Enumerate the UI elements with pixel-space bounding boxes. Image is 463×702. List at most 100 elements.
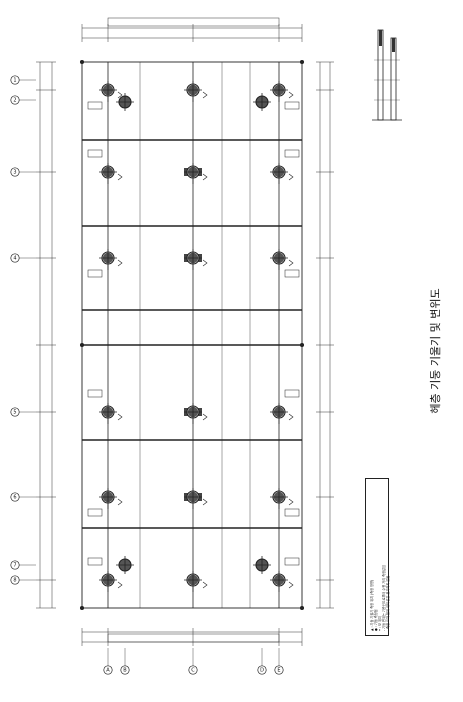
corner-point: [299, 59, 305, 65]
column-marker-icon: [270, 488, 300, 517]
grid-bubbles: 1 2 3 4 5 6 7 8A B C D E: [10, 75, 284, 675]
measurement-tag: [87, 508, 103, 517]
page-title: 헤층 기둥 기울기 및 변위도: [429, 288, 442, 414]
measurement-tag: [284, 557, 300, 566]
bubble-label: 1: [13, 78, 16, 84]
bubble-label: 3: [13, 170, 16, 176]
measurement-tag: [87, 557, 103, 566]
section-cap-left: [379, 30, 382, 46]
tilt-arrow: [288, 581, 294, 589]
measurement-tag: [284, 389, 300, 398]
column-marker-icon: [270, 389, 300, 424]
measurement-tag: [284, 149, 300, 158]
tilt-arrow: [288, 498, 294, 506]
column-marker-icon: [87, 488, 123, 517]
section-cap-right: [392, 38, 395, 52]
corner-point: [79, 342, 85, 348]
dimension-box-bottom: [107, 633, 280, 643]
grid-bubble-icon: B: [120, 648, 130, 675]
column-marker-icon: [184, 163, 208, 184]
column-marker-icon: [184, 571, 208, 592]
grid-bubble-icon: C: [188, 648, 198, 675]
bubble-label: E: [277, 668, 280, 674]
tilt-arrow: [117, 581, 123, 589]
tilt-arrow: [117, 413, 123, 421]
grid-bubble-icon: E: [274, 648, 284, 675]
grid-bubble-icon: 6: [10, 492, 36, 502]
column-marker-icon: [116, 556, 134, 574]
tilt-arrow: [202, 259, 208, 267]
tilt-arrow: [288, 413, 294, 421]
tilt-arrow: [117, 173, 123, 181]
column-marker-icon: [184, 403, 208, 424]
measurement-tag: [87, 101, 103, 110]
bubble-label: 2: [13, 98, 16, 104]
legend-note-5: - 측정 오차 범위 내의 값은 표기하지 않음: [386, 575, 390, 631]
measurement-tag: [284, 101, 300, 110]
column-marker-icon: [253, 556, 271, 574]
column-marker-icon: [87, 149, 123, 184]
bubble-label: 7: [13, 563, 16, 569]
tilt-arrow: [288, 173, 294, 181]
grid-bubble-icon: A: [103, 648, 113, 675]
grid-lines: [82, 62, 302, 608]
grid-bubble-icon: 7: [10, 560, 36, 570]
grid-bubble-icon: 2: [10, 95, 36, 105]
measurement-tag: [87, 269, 103, 278]
bubble-label: 8: [13, 578, 16, 584]
grid-bubble-icon: 4: [10, 253, 36, 263]
grid-bubble-icon: 3: [10, 167, 36, 177]
column-marker-icon: [87, 389, 123, 424]
bubble-label: 4: [13, 256, 16, 262]
bubble-label: 5: [13, 410, 16, 416]
column-marker-icon: [270, 81, 300, 110]
dimension-box-top: [107, 17, 280, 27]
columns-layer: [87, 81, 300, 592]
grid-bubble-icon: 8: [10, 575, 36, 585]
grid-bubble-icon: 5: [10, 407, 36, 417]
tilt-arrow: [117, 498, 123, 506]
bubble-label: D: [260, 668, 264, 674]
column-marker-icon: [270, 149, 300, 184]
column-marker-icon: [253, 93, 271, 111]
tilt-arrow: [288, 259, 294, 267]
tilt-arrow: [117, 91, 123, 99]
measurement-tag: [87, 149, 103, 158]
bubble-label: 6: [13, 495, 16, 501]
corner-point: [79, 59, 85, 65]
corner-point: [79, 605, 85, 611]
measurement-tag: [284, 508, 300, 517]
tilt-arrow: [117, 259, 123, 267]
tilt-arrow: [288, 91, 294, 99]
column-marker-icon: [184, 249, 208, 270]
column-marker-icon: [87, 81, 123, 110]
plan-boundary: [81, 61, 303, 609]
column-marker-icon: [87, 557, 123, 592]
column-marker-icon: [270, 249, 300, 278]
bubble-label: C: [191, 668, 195, 674]
column-marker-icon: [184, 488, 208, 509]
tilt-arrow: [202, 91, 208, 99]
tilt-arrow: [202, 498, 208, 506]
column-marker-icon: [116, 93, 134, 111]
grid-bubble-icon: 1: [10, 75, 36, 85]
column-marker-icon: [184, 81, 208, 102]
column-marker-icon: [87, 249, 123, 278]
tilt-arrow: [202, 581, 208, 589]
column-marker-icon: [270, 557, 300, 592]
plan-outline: [79, 59, 305, 611]
section-detail: [372, 29, 402, 121]
corner-point: [299, 605, 305, 611]
dimension-lines: [36, 17, 334, 646]
tilt-arrow: [202, 173, 208, 181]
grid-bubble-icon: D: [257, 648, 267, 675]
bubble-label: B: [123, 668, 127, 674]
corner-point: [299, 342, 305, 348]
bubble-label: A: [106, 668, 110, 674]
tilt-arrow: [202, 413, 208, 421]
measurement-tag: [87, 389, 103, 398]
measurement-tag: [284, 269, 300, 278]
legend-box: ▲ : 기둥 기울기 측정 위치 (측정 방향) ● : 기둥 측정점 ━ : …: [365, 478, 390, 636]
